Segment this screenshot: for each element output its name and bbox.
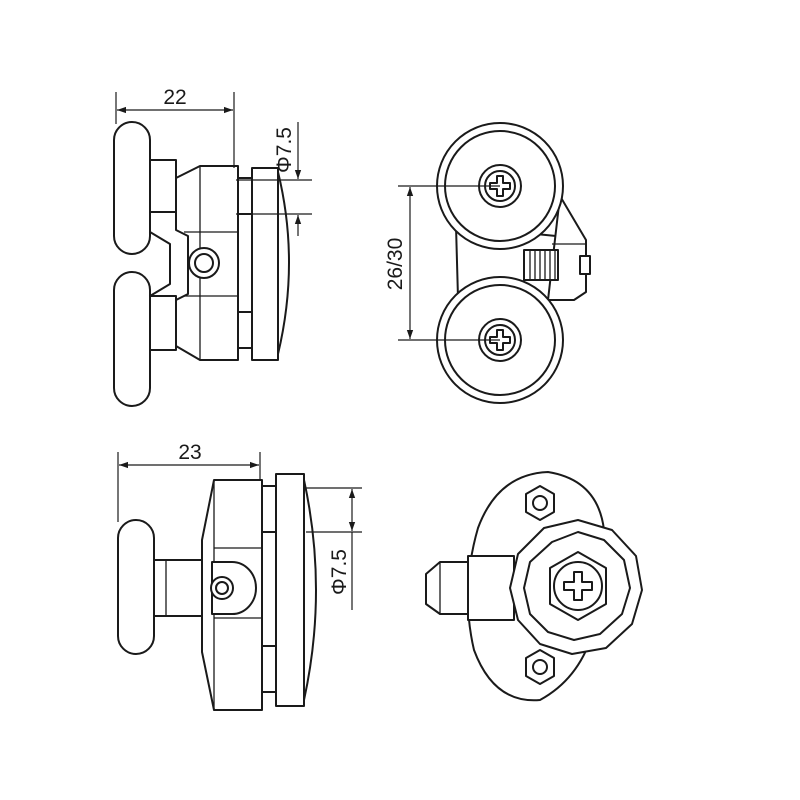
upper-hub xyxy=(149,159,177,213)
upper-wheel-profile xyxy=(113,121,151,255)
upper-hex-nut xyxy=(525,485,555,521)
bolt-neck xyxy=(467,555,515,621)
upper-shaft xyxy=(237,177,253,215)
side-view-single-wheel: 23 Φ7.5 xyxy=(117,441,362,711)
lower-hex-nut xyxy=(525,649,555,685)
shaft-bottom xyxy=(261,645,277,693)
dim-label-23: 23 xyxy=(178,441,201,464)
pivot-pin-outer xyxy=(188,247,220,279)
dome-cap xyxy=(277,171,290,355)
dim-label-phi-bottom: Φ7.5 xyxy=(328,549,351,595)
lower-wheel-profile xyxy=(113,271,151,407)
face-cross-icon xyxy=(563,571,593,601)
dim-label-phi-top: Φ7.5 xyxy=(273,127,296,173)
pin-hole-inner xyxy=(215,581,229,595)
single-wheel-profile xyxy=(117,519,155,655)
face-view-single-wheel xyxy=(425,471,643,702)
thread-tip xyxy=(579,255,591,275)
side-bolt xyxy=(425,561,469,615)
central-hex xyxy=(549,551,607,621)
dome-cap-bottom xyxy=(303,479,317,701)
thread-lines xyxy=(529,250,556,280)
dim-label-22: 22 xyxy=(163,86,186,109)
screw-ring xyxy=(553,561,603,611)
upper-cross-icon xyxy=(489,175,511,197)
lower-shaft xyxy=(237,311,253,349)
pivot-pin-inner xyxy=(194,253,214,273)
lower-hole xyxy=(532,659,548,675)
lower-hub xyxy=(149,295,177,351)
neck xyxy=(149,231,171,297)
thread-body xyxy=(523,249,559,281)
shaft-top xyxy=(261,485,277,533)
side-view-double-wheel: 22 Φ7.5 xyxy=(113,86,312,407)
mount-plate xyxy=(251,167,279,361)
dim-label-spacing: 26/30 xyxy=(384,238,407,291)
lower-cross-icon xyxy=(489,329,511,351)
front-view-double-wheel: 26/30 xyxy=(384,122,591,404)
pin-hole xyxy=(210,576,234,600)
upper-hole xyxy=(532,495,548,511)
plate-bottom xyxy=(275,473,305,707)
wheel-face-inner xyxy=(523,531,631,641)
